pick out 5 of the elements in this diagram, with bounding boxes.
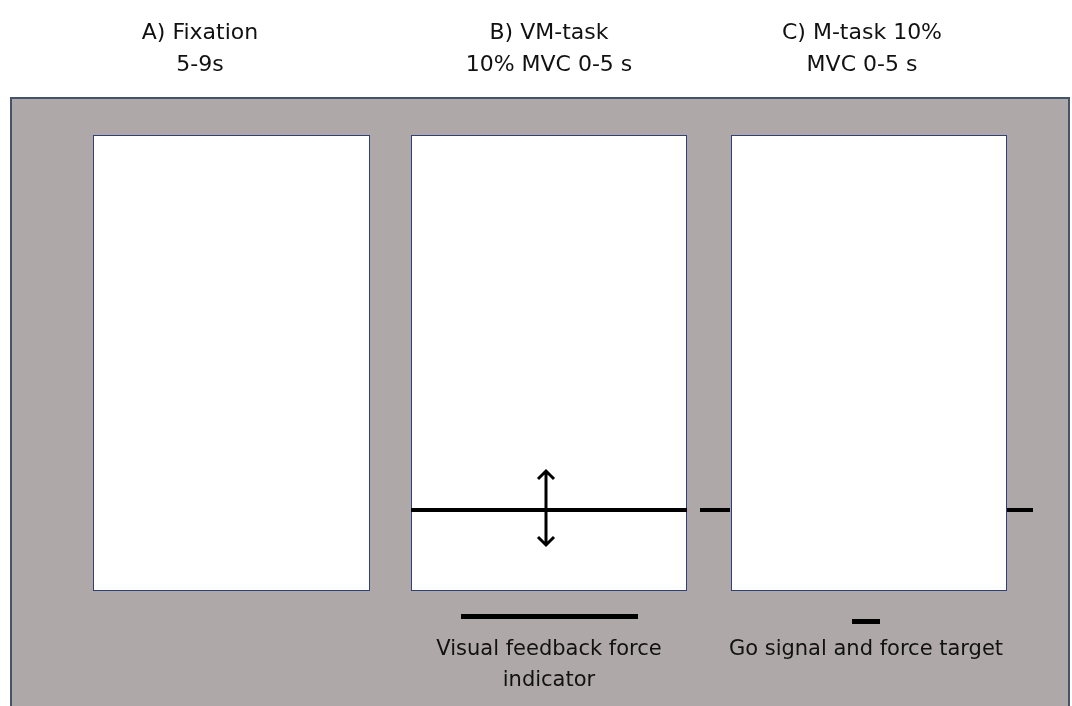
legend-text: Visual feedback force indicator [435,635,663,693]
panel-heading: B) VM-task 10% MVC 0-5 s [464,18,634,78]
panel-heading: C) M-task 10% MVC 0-5 s [780,18,944,78]
legend-text: Go signal and force target [727,635,1005,662]
panel-heading: A) Fixation 5-9s [140,18,260,78]
